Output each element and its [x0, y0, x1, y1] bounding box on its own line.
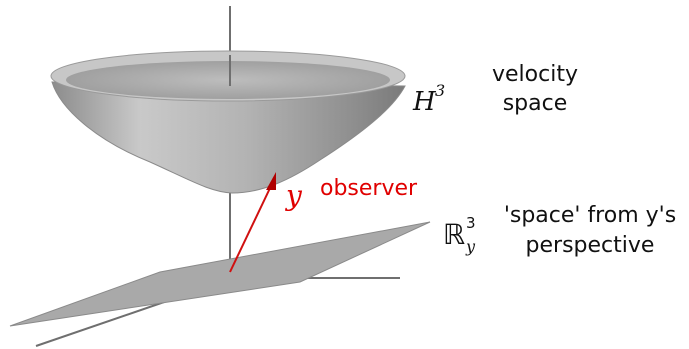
hyperboloid-symbol: H	[412, 87, 437, 117]
plane-superscript: 3	[466, 214, 476, 232]
space-plane	[9, 221, 431, 327]
space-caption: space	[503, 91, 568, 116]
observer-arrow-shaft	[229, 185, 272, 273]
observer-label: observer	[320, 176, 418, 201]
observer-symbol: y	[284, 179, 303, 212]
hyperboloid-surface	[51, 81, 406, 194]
diagonal-axis	[35, 299, 171, 347]
plane-caption-line1: 'space' from y's	[504, 203, 676, 228]
observer-arrowhead	[266, 172, 276, 190]
hyperboloid-superscript: 3	[435, 81, 445, 100]
plane-subscript: y	[465, 237, 476, 256]
hyperboloid-inner	[66, 61, 390, 99]
velocity-caption: velocity	[492, 62, 578, 87]
plane-caption-line2: perspective	[526, 233, 655, 258]
plane-symbol: ℝ	[443, 218, 465, 251]
